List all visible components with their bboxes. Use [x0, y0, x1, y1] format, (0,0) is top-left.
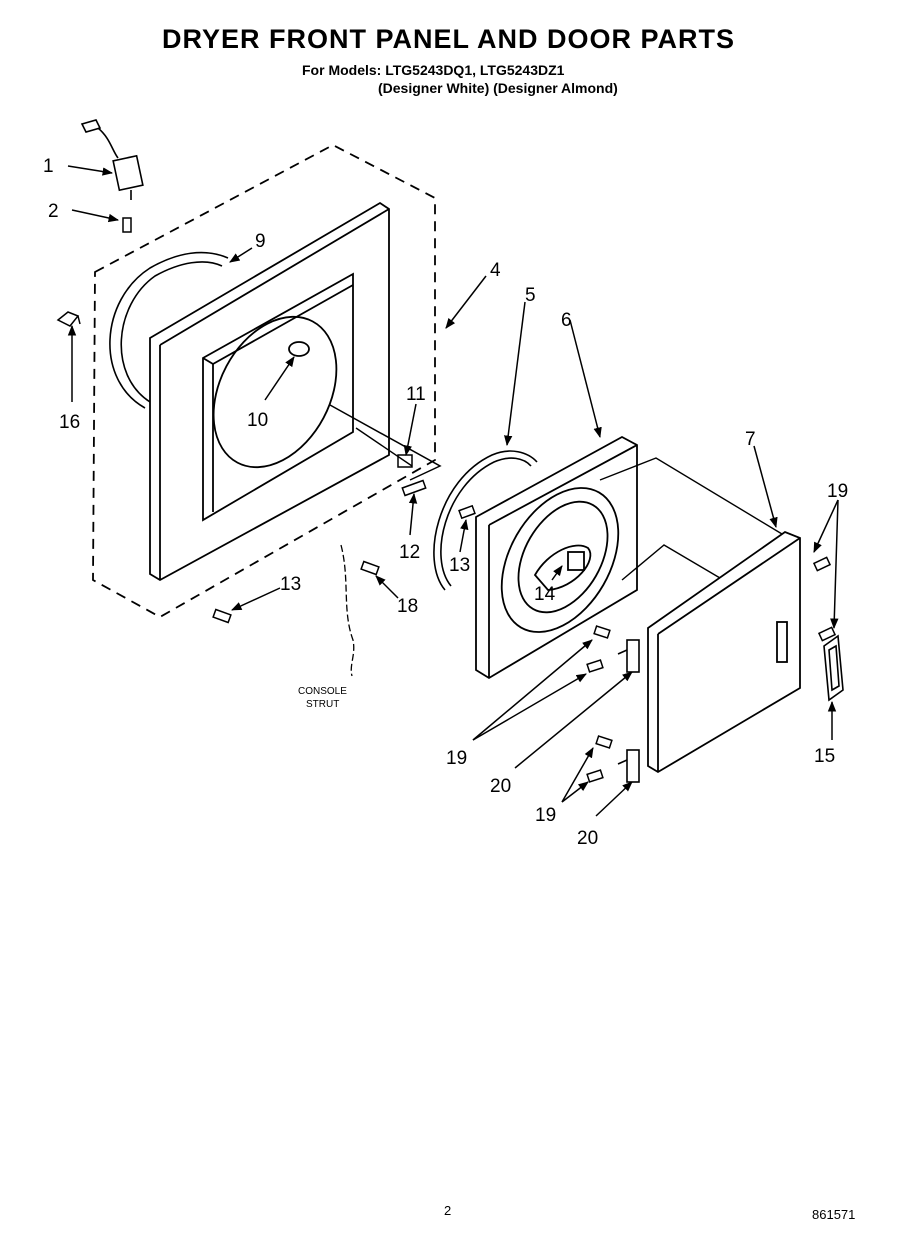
callout-14: 14 — [534, 584, 556, 605]
cabinet-outline — [92, 143, 436, 619]
door-switch — [80, 119, 144, 200]
page-title: DRYER FRONT PANEL AND DOOR PARTS — [161, 24, 735, 54]
inner-door — [475, 435, 638, 680]
callout-15: 15 — [814, 746, 835, 767]
door-screws — [586, 556, 837, 783]
console-strut-wire — [340, 544, 355, 677]
callout-20-upper: 20 — [490, 776, 511, 797]
variants-line: (Designer White) (Designer Almond) — [378, 80, 618, 96]
document-number: 861571 — [812, 1207, 856, 1222]
callout-13-door: 13 — [449, 555, 470, 576]
page-number: 2 — [444, 1203, 452, 1218]
front-panel — [149, 201, 390, 582]
inner-door-gasket — [433, 450, 538, 591]
door-seal-ring — [109, 251, 229, 409]
callout-2: 2 — [48, 201, 59, 222]
strut-label: STRUT — [306, 699, 339, 710]
callout-1: 1 — [43, 156, 54, 177]
callout-4: 4 — [490, 260, 501, 281]
switch-screw — [122, 217, 132, 233]
callout-5: 5 — [525, 285, 536, 306]
callout-16: 16 — [59, 412, 80, 433]
door-handle — [823, 634, 844, 702]
callout-19-handle: 19 — [827, 481, 848, 502]
callout-18: 18 — [397, 596, 418, 617]
console-label: CONSOLE — [298, 686, 347, 697]
panel-screws — [212, 504, 476, 624]
callout-12: 12 — [399, 542, 420, 563]
hinge-clip — [56, 311, 81, 327]
callout-7: 7 — [745, 429, 756, 450]
callout-11: 11 — [406, 384, 426, 405]
callout-6: 6 — [561, 310, 572, 331]
outer-door — [647, 530, 801, 774]
door-hinges — [617, 639, 640, 783]
callout-10: 10 — [247, 410, 268, 431]
door-link-lines — [355, 427, 783, 581]
callout-19-lower: 19 — [535, 805, 556, 826]
callout-19-upper: 19 — [446, 748, 467, 769]
models-line: For Models: LTG5243DQ1, LTG5243DZ1 — [302, 62, 565, 78]
callout-13-panel: 13 — [280, 574, 301, 595]
leader-lines — [67, 165, 839, 817]
callout-numbers: 1 2 9 4 5 6 7 10 11 12 13 14 15 16 13 18… — [43, 156, 848, 849]
callout-9: 9 — [255, 231, 266, 252]
callout-20-lower: 20 — [577, 828, 598, 849]
